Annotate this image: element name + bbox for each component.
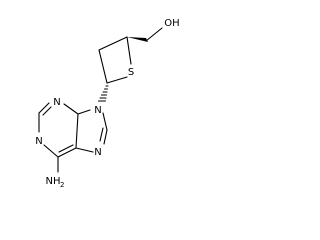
bond-ch2-oh [145,27,163,42]
amino-subscript: 2 [60,181,64,189]
sulfur-label: S [128,67,134,78]
nitrogen-n9-label: N [94,105,101,116]
bond-ring-left [98,49,108,84]
wedge-bond-c-ch2 [127,37,148,42]
bond-n3-c2 [38,102,50,114]
bond-n9-c8 [102,112,108,131]
molecule-structure: OH S N N N N NH 2 [35,18,179,189]
nitrogen-n1-label: N [35,136,42,147]
bond-ring-c-s [126,36,132,65]
bond-c6-c5 [57,147,77,158]
bond-c5-c4 [75,113,79,149]
bond-n7-c5 [75,147,94,153]
hydroxyl-label: OH [164,18,179,29]
hash-bond-c-n9 [97,85,109,102]
bond-c4-n3 [63,103,79,115]
bond-c8-n7-double [99,127,104,142]
bond-ring-s-c [106,76,128,84]
bond-c6-c5-double [58,144,74,153]
bond-n3-c2-double [42,106,52,116]
bond-c4-n9 [77,109,91,115]
bond-n1-c6 [43,144,59,158]
amino-label: NH [46,176,61,187]
bond-c8-n7 [103,129,108,145]
bond-ring-top [98,36,128,51]
nitrogen-n3-label: N [53,97,60,108]
nitrogen-n7-label: N [94,147,101,158]
